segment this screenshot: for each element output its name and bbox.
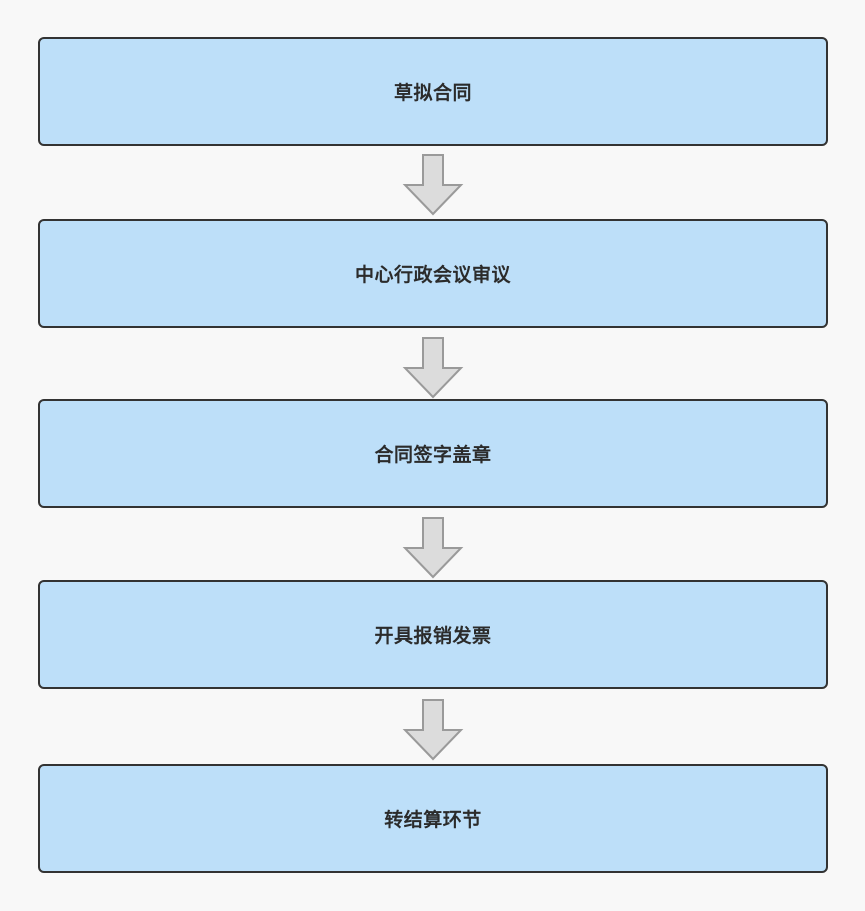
step-box-issue-invoice: 开具报销发票 <box>38 580 828 689</box>
step-label: 草拟合同 <box>393 82 472 104</box>
step-box-admin-meeting-review: 中心行政会议审议 <box>38 219 828 328</box>
down-arrow-icon <box>402 699 464 761</box>
step-label: 合同签字盖章 <box>374 444 492 466</box>
step-label: 开具报销发票 <box>374 625 492 647</box>
step-box-sign-and-seal: 合同签字盖章 <box>38 399 828 508</box>
down-arrow-icon <box>402 154 464 216</box>
down-arrow-icon <box>402 517 464 579</box>
step-label: 转结算环节 <box>384 809 482 831</box>
step-label: 中心行政会议审议 <box>354 264 511 286</box>
step-box-transfer-to-settlement: 转结算环节 <box>38 764 828 873</box>
step-box-draft-contract: 草拟合同 <box>38 37 828 146</box>
down-arrow-icon <box>402 337 464 399</box>
